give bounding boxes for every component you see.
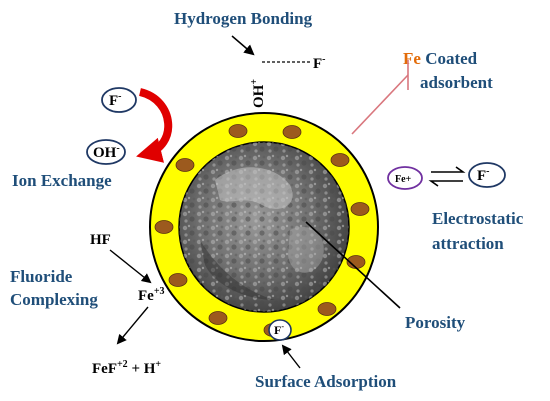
- porosity-pointer: [305, 221, 401, 309]
- complexing-arrow: [116, 306, 149, 345]
- fe-dot: [350, 202, 370, 216]
- fe-dot: [317, 302, 337, 316]
- fe-coated-pointer: [351, 60, 409, 135]
- hydroxide-ion-oval: OH-: [86, 139, 126, 165]
- hydrogen-bonding-label: Hydrogen Bonding: [174, 9, 313, 28]
- fe-dot: [175, 158, 195, 172]
- fe-coated-label: Fe Coated: [403, 49, 478, 68]
- svg-text:F-: F-: [477, 166, 490, 184]
- fe-plus-ion-oval: Fe+: [387, 166, 423, 190]
- attraction-label: attraction: [432, 234, 504, 253]
- svg-text:OH-: OH-: [93, 143, 120, 161]
- fef-product: FeF+2 + H+: [92, 359, 161, 377]
- hydrogen-bond-fluoride: F-: [313, 54, 326, 72]
- fluoride-ion-oval-right: F-: [468, 162, 506, 188]
- surface-adsorption-arrow: [281, 344, 301, 369]
- fe-dot: [168, 273, 188, 287]
- svg-text:F-: F-: [274, 322, 284, 337]
- fe-dot: [330, 153, 350, 167]
- fe-dot: [282, 125, 302, 139]
- fe3-species: Fe+3: [138, 286, 165, 304]
- fluoride-label: Fluoride: [10, 267, 73, 286]
- fluoride-ion-oval: F-: [101, 87, 137, 113]
- adsorbent-particle: [149, 112, 379, 342]
- fe-dot: [208, 311, 228, 325]
- ion-exchange-arrow: [136, 88, 173, 163]
- fluoride-ion-oval-surface: F-: [268, 319, 292, 341]
- ion-exchange-label: Ion Exchange: [12, 171, 112, 190]
- svg-text:F-: F-: [109, 91, 122, 109]
- sem-flake: [215, 167, 293, 209]
- complexing-label: Complexing: [10, 290, 98, 309]
- porosity-label: Porosity: [405, 313, 466, 332]
- oh-bond-group: OH+: [249, 79, 267, 108]
- surface-adsorption-label: Surface Adsorption: [255, 372, 397, 391]
- svg-text:Fe+: Fe+: [395, 174, 412, 185]
- oh-bond-species: OH+: [249, 79, 267, 108]
- sem-shadow: [200, 240, 275, 300]
- fe-dot: [154, 220, 174, 234]
- hf-arrow: [109, 249, 152, 284]
- hydrogen-bonding-arrow: [231, 35, 255, 56]
- sem-flake: [288, 226, 324, 273]
- fe-dot: [228, 124, 248, 138]
- hf-species: HF: [90, 232, 111, 248]
- adsorbent-label: adsorbent: [420, 73, 493, 92]
- equilibrium-arrows: [428, 166, 466, 187]
- electrostatic-label: Electrostatic: [432, 209, 524, 228]
- sem-core-texture: [179, 142, 349, 312]
